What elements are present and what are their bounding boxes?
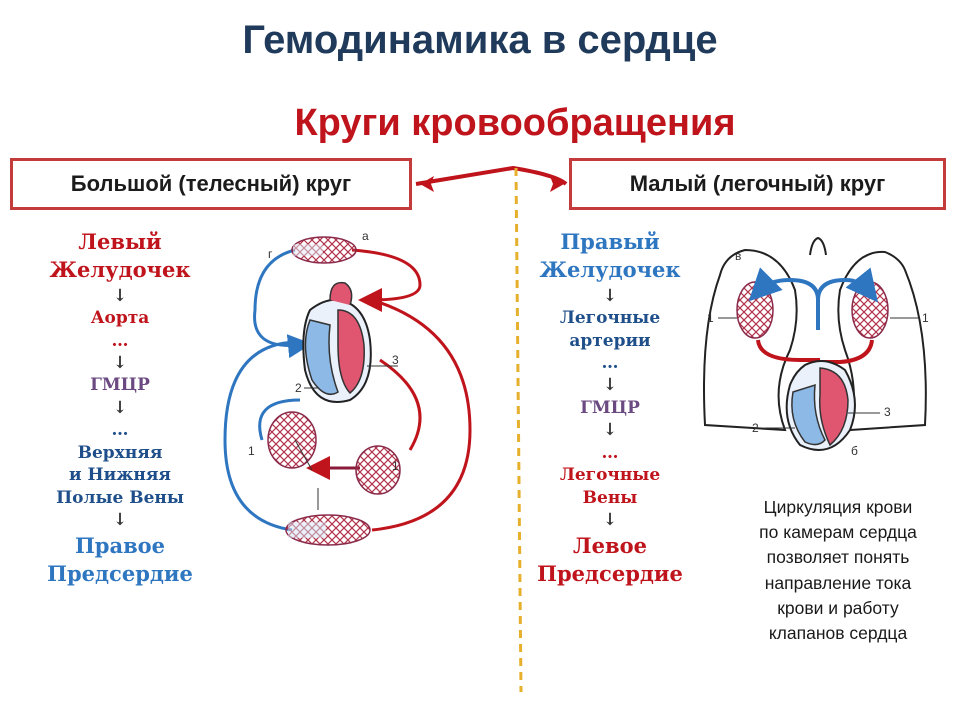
flow-arrow: ↓: [112, 285, 128, 306]
diagram-label: 2: [752, 421, 759, 435]
flow-ellipsis: …: [601, 353, 619, 373]
diagram-label: 1: [392, 459, 399, 473]
flow-step-vena-cava-2: и Нижняя: [69, 465, 171, 486]
diagram-label: 3: [884, 405, 891, 419]
divider-line: [514, 167, 523, 693]
diagram-label: 1: [707, 311, 714, 325]
pulmonary-circulation-box: Малый (легочный) круг: [569, 158, 946, 210]
flow-step-right-atrium-1: Правое: [74, 532, 166, 558]
flow-step-gmcr: ГМЦР: [580, 397, 640, 418]
diagram-label: б: [851, 444, 858, 458]
flow-step-left-ventricle-2: Желудочек: [49, 257, 191, 283]
flow-arrow: ↓: [602, 285, 618, 306]
note-line: направление тока: [764, 572, 912, 593]
flow-step-pulmonary-arteries-2: артерии: [569, 330, 651, 351]
flow-ellipsis: …: [601, 442, 619, 463]
flow-arrow: ↓: [602, 420, 618, 441]
note-line: по камерам сердца: [759, 522, 917, 543]
connector-arrows: [415, 165, 568, 192]
note-line: Циркуляция крови: [763, 497, 913, 517]
flow-step-gmcr: ГМЦР: [90, 375, 150, 396]
note-line: клапанов сердца: [768, 622, 908, 643]
diagram-label: г: [268, 247, 273, 261]
explanation-note: Циркуляция крови по камерам сердца позво…: [724, 495, 952, 646]
page-subtitle: Круги кровообращения: [294, 102, 736, 144]
flow-step-right-ventricle-2: Желудочек: [539, 257, 681, 283]
flow-step-left-ventricle: Левый: [78, 229, 162, 254]
systemic-circulation-diagram: г а 2 3 1 1: [223, 229, 472, 546]
diagram-label: 2: [295, 381, 302, 395]
diagram-label: 3: [392, 353, 399, 367]
pulmonary-circulation-diagram: в 1 1 2 3 б: [703, 236, 929, 458]
flow-step-pulmonary-arteries-1: Легочные: [559, 308, 661, 329]
flow-step-left-atrium-2: Предсердие: [537, 560, 683, 586]
pulmonary-circulation-label: Малый (легочный) круг: [629, 171, 886, 196]
flow-arrow: ↓: [602, 375, 618, 396]
pulmonary-flow-list: Правый Желудочек ↓ Легочные артерии … ↓ …: [530, 228, 690, 588]
note-line: крови и работу: [777, 597, 899, 618]
flow-step-vena-cava-3: Полые Вены: [56, 487, 184, 508]
flow-step-pulmonary-veins-1: Легочные: [559, 465, 661, 486]
flow-arrow: ↓: [112, 397, 128, 418]
flow-step-left-atrium-1: Левое: [573, 532, 647, 558]
diagram-label: а: [362, 229, 369, 243]
flow-step-aorta: Аорта: [90, 308, 150, 329]
page-title: Гемодинамика в сердце: [242, 18, 718, 62]
diagram-label: 1: [248, 444, 255, 458]
systemic-circulation-label: Большой (телесный) круг: [70, 171, 352, 196]
systemic-flow-list: Левый Желудочек ↓ Аорта … ↓ ГМЦР ↓ … Вер…: [40, 228, 200, 588]
diagram-label: 1: [922, 311, 929, 325]
diagram-label: в: [735, 249, 741, 263]
flow-ellipsis: …: [111, 330, 129, 351]
note-line: позволяет понять: [766, 547, 910, 568]
flow-ellipsis: …: [111, 420, 129, 441]
flow-step-vena-cava-1: Верхняя: [77, 442, 163, 463]
flow-step-right-atrium-2: Предсердие: [47, 560, 193, 586]
flow-arrow: ↓: [112, 510, 128, 531]
flow-step-pulmonary-veins-2: Вены: [582, 487, 638, 508]
flow-step-right-ventricle: Правый: [560, 229, 660, 254]
flow-arrow: ↓: [602, 510, 618, 531]
systemic-circulation-box: Большой (телесный) круг: [10, 158, 412, 210]
flow-arrow: ↓: [112, 353, 128, 373]
